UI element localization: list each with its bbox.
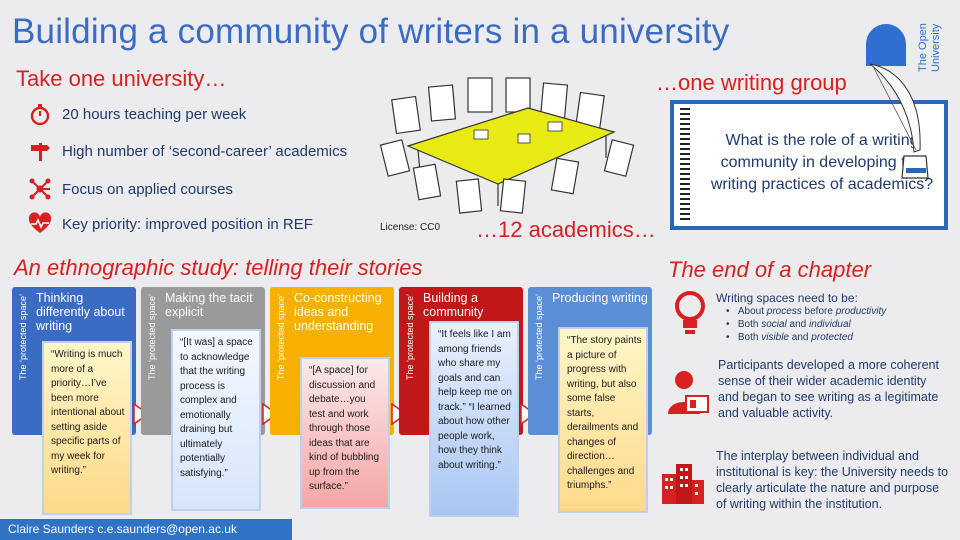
stage-quote: “[It was] a space to acknowledge that th…	[171, 329, 261, 511]
writing-group-heading: …one writing group	[656, 70, 847, 95]
stage-quote: “[A space] for discussion and debate…you…	[300, 357, 390, 509]
lightbulb-icon	[675, 291, 705, 334]
academics-heading: …12 academics…	[476, 217, 656, 242]
stage-card-community: The ‘protected space’ Building a communi…	[399, 287, 523, 517]
protected-space-label: The ‘protected space’	[534, 293, 544, 381]
stage-title: Thinking differently about writing	[36, 291, 125, 333]
stage-quote: “The story paints a picture of progress …	[558, 327, 648, 513]
heartbeat-icon	[28, 212, 52, 233]
buildings-icon	[662, 464, 704, 504]
author-footer: Claire Saunders c.e.saunders@open.ac.uk	[0, 519, 292, 540]
network-icon	[29, 178, 51, 200]
protected-space-label: The ‘protected space’	[18, 293, 28, 381]
spaces-item: • Both social and individual	[726, 319, 851, 330]
stage-title: Building a community	[423, 291, 484, 319]
svg-text:University: University	[930, 23, 942, 72]
bullet-text: Focus on applied courses	[62, 180, 233, 198]
page-title: Building a community of writers in a uni…	[12, 12, 730, 51]
stage-quote: “Writing is much more of a priority…I’ve…	[42, 341, 132, 515]
study-heading: An ethnographic study: telling their sto…	[14, 255, 423, 280]
protected-space-label: The ‘protected space’	[405, 293, 415, 381]
stage-card-producing: The ‘protected space’ Producing writing …	[528, 287, 652, 513]
stopwatch-icon	[30, 104, 50, 126]
open-university-logo	[866, 10, 906, 66]
university-heading: Take one university…	[16, 66, 227, 91]
stage-card-co-constructing: The ‘protected space’ Co-constructing id…	[270, 287, 394, 509]
bullet-text: High number of ‘second-career’ academics	[62, 142, 348, 160]
stage-card-tacit: The ‘protected space’ Making the tacit e…	[141, 287, 265, 511]
meeting-table-illustration	[379, 77, 635, 214]
interplay-text: The interplay between individual and ins…	[716, 449, 949, 511]
bullet-ref-priority: Key priority: improved position in REF	[28, 211, 313, 237]
protected-space-label: The ‘protected space’	[147, 293, 157, 381]
bullet-applied-courses: Focus on applied courses	[28, 176, 233, 202]
protected-space-label: The ‘protected space’	[276, 293, 286, 381]
research-question: What is the role of a writing community …	[710, 132, 934, 193]
bullet-text: 20 hours teaching per week	[62, 105, 247, 123]
license-label: License: CC0	[380, 222, 441, 233]
stage-quote: “It feels like I am among friends who sh…	[429, 321, 519, 517]
bullet-text: Key priority: improved position in REF	[62, 215, 313, 233]
end-heading: The end of a chapter	[668, 257, 872, 282]
academic-reader-icon	[668, 371, 709, 414]
identity-text: Participants developed a more coherent s…	[718, 358, 939, 420]
spaces-intro: Writing spaces need to be:	[716, 291, 858, 305]
bullet-teaching-hours: 20 hours teaching per week	[28, 101, 246, 127]
spaces-list: • About process before productivity • Bo…	[726, 305, 946, 344]
spaces-item: • About process before productivity	[726, 306, 887, 317]
signpost-icon	[31, 143, 50, 161]
spaces-item: • Both visible and protected	[726, 332, 853, 343]
notebook-spiral	[680, 108, 690, 222]
bullet-second-career: High number of ‘second-career’ academics	[28, 138, 347, 164]
stage-title: Co-constructing ideas and understanding	[294, 291, 382, 333]
open-university-wordmark: The Open University	[914, 12, 954, 74]
stage-card-thinking: The ‘protected space’ Thinking different…	[12, 287, 136, 515]
svg-text:The Open: The Open	[917, 23, 929, 72]
quill-inkwell-icon	[869, 63, 929, 179]
stage-title: Making the tacit explicit	[165, 291, 253, 319]
stage-title: Producing writing	[552, 291, 648, 305]
